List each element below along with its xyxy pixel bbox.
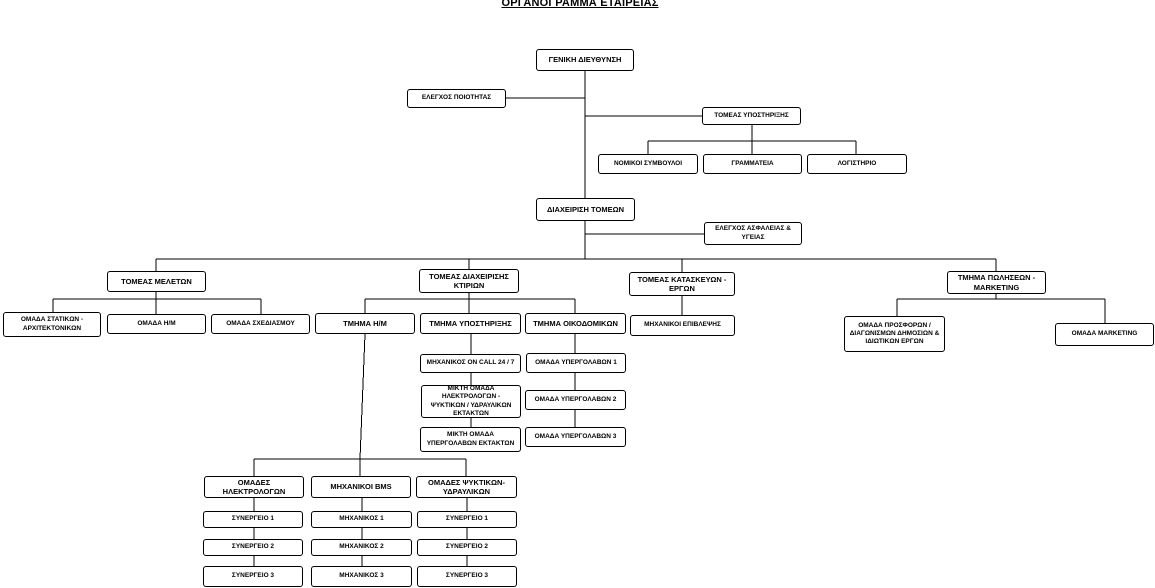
hm-department-node: ΤΜΗΜΑ Η/Μ [315, 313, 415, 334]
hm-team-node: ΟΜΑΔΑ Η/Μ [107, 314, 206, 334]
hvac-plumbing-teams-node: ΟΜΑΔΕΣ ΨΥΚΤΙΚΩΝ- ΥΔΡΑΥΛΙΚΩΝ [416, 476, 517, 498]
electrician-teams-node: ΟΜΑΔΕΣ ΗΛΕΚΤΡΟΛΟΓΩΝ [204, 476, 304, 498]
mixed-team-electric-node: ΜΙΚΤΗ ΟΜΑΔΑ ΗΛΕΚΤΡΟΛΟΓΩΝ - ΨΥΚΤΙΚΩΝ / ΥΔ… [421, 385, 521, 418]
support-sector-node: ΤΟΜΕΑΣ ΥΠΟΣΤΗΡΙΞΗΣ [702, 107, 801, 125]
bms-engineers-node: ΜΗΧΑΝΙΚΟΙ BMS [311, 476, 411, 498]
design-team-node: ΟΜΑΔΑ ΣΧΕΔΙΑΣΜΟΥ [211, 314, 310, 334]
hvac-crew-3-node: ΣΥΝΕΡΓΕΙΟ 3 [417, 566, 517, 587]
subcontractor-team-2-node: ΟΜΑΔΑ ΥΠΕΡΓΟΛΑΒΩΝ 2 [525, 390, 626, 410]
studies-sector-node: ΤΟΜΕΑΣ ΜΕΛΕΤΩΝ [107, 271, 206, 292]
oncall-engineer-node: ΜΗΧΑΝΙΚΟΣ ON CALL 24 / 7 [420, 354, 521, 373]
construction-sector-node: ΤΟΜΕΑΣ ΚΑΤΑΣΚΕΥΩΝ - ΕΡΓΩΝ [629, 272, 735, 296]
bms-engineer-3-node: ΜΗΧΑΝΙΚΟΣ 3 [311, 566, 412, 587]
electric-crew-2-node: ΣΥΝΕΡΓΕΙΟ 2 [203, 539, 303, 556]
safety-control-node: ΕΛΕΓΧΟΣ ΑΣΦΑΛΕΙΑΣ & ΥΓΕΙΑΣ [704, 222, 802, 245]
supervising-engineers-node: ΜΗΧΑΝΙΚΟΙ ΕΠΙΒΛΕΨΗΣ [630, 315, 735, 336]
bms-engineer-2-node: ΜΗΧΑΝΙΚΟΣ 2 [311, 539, 412, 556]
quality-control-node: ΕΛΕΓΧΟΣ ΠΟΙΟΤΗΤΑΣ [407, 89, 506, 108]
electric-crew-1-node: ΣΥΝΕΡΓΕΙΟ 1 [203, 511, 303, 528]
structural-team-node: ΟΜΑΔΑ ΣΤΑΤΙΚΩΝ - ΑΡΧΙΤΕΚΤΟΝΙΚΩΝ [3, 312, 101, 337]
electric-crew-3-node: ΣΥΝΕΡΓΕΙΟ 3 [203, 566, 303, 587]
hvac-crew-1-node: ΣΥΝΕΡΓΕΙΟ 1 [417, 511, 517, 528]
support-department-node: ΤΜΗΜΑ ΥΠΟΣΤΗΡΙΞΗΣ [420, 313, 521, 334]
general-management-node: ΓΕΝΙΚΗ ΔΙΕΥΘΥΝΣΗ [536, 49, 634, 71]
subcontractor-team-3-node: ΟΜΑΔΑ ΥΠΕΡΓΟΛΑΒΩΝ 3 [525, 427, 626, 447]
sector-management-node: ΔΙΑΧΕΙΡΙΣΗ ΤΟΜΕΩΝ [536, 198, 635, 221]
subcontractor-team-1-node: ΟΜΑΔΑ ΥΠΕΡΓΟΛΑΒΩΝ 1 [526, 353, 626, 373]
hvac-crew-2-node: ΣΥΝΕΡΓΕΙΟ 2 [417, 539, 517, 556]
secretariat-node: ΓΡΑΜΜΑΤΕΙΑ [703, 154, 802, 174]
marketing-team-node: ΟΜΑΔΑ MARKETING [1055, 323, 1154, 346]
tender-team-node: ΟΜΑΔΑ ΠΡΟΣΦΟΡΩΝ / ΔΙΑΓΩΝΙΣΜΩΝ ΔΗΜΟΣΙΩΝ &… [844, 316, 945, 352]
bms-engineer-1-node: ΜΗΧΑΝΙΚΟΣ 1 [311, 511, 412, 528]
accounting-node: ΛΟΓΙΣΤΗΡΙΟ [807, 154, 907, 174]
chart-title: ΟΡΓΑΝΟΓΡΑΜΜΑ ΕΤΑΙΡΕΙΑΣ [501, 0, 659, 9]
building-management-sector-node: ΤΟΜΕΑΣ ΔΙΑΧΕΙΡΙΣΗΣ ΚΤΙΡΙΩΝ [419, 269, 519, 293]
legal-advisors-node: ΝΟΜΙΚΟΙ ΣΥΜΒΟΥΛΟΙ [598, 154, 698, 174]
building-department-node: ΤΜΗΜΑ ΟΙΚΟΔΟΜΙΚΩΝ [525, 313, 626, 334]
sales-marketing-node: ΤΜΗΜΑ ΠΩΛΗΣΕΩΝ - MARKETING [947, 271, 1046, 294]
mixed-team-subcontractors-node: ΜΙΚΤΗ ΟΜΑΔΑ ΥΠΕΡΓΟΛΑΒΩΝ ΕΚΤΑΚΤΩΝ [420, 427, 521, 452]
